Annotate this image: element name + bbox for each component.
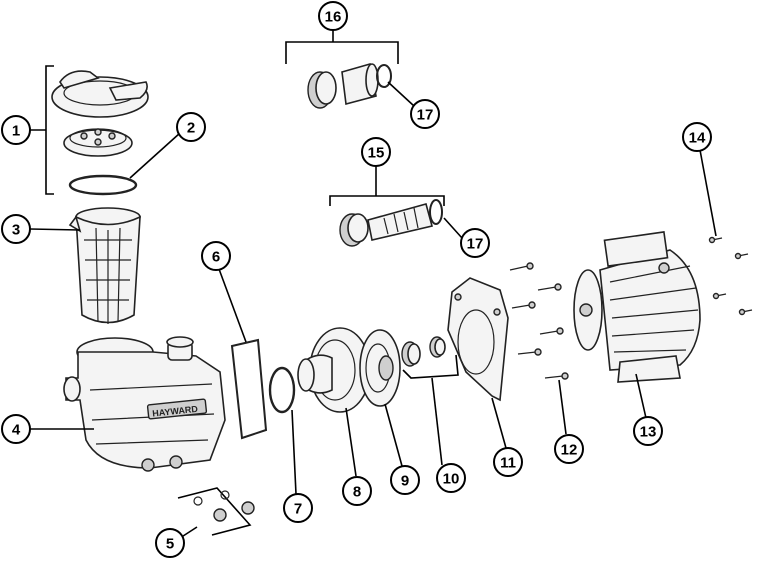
- leader-13: [635, 373, 647, 419]
- callout-17-adapter: 17: [460, 228, 490, 258]
- leader-11: [491, 397, 507, 449]
- housing-gasket: [230, 338, 268, 440]
- callout-number: 11: [500, 455, 516, 472]
- diffuser-o-ring: [268, 366, 296, 414]
- callout-12: 12: [554, 434, 584, 464]
- motor: [573, 231, 701, 383]
- diffuser: [297, 327, 371, 413]
- callout-4: 4: [1, 414, 31, 444]
- seal-plate-bolts: [509, 262, 569, 380]
- callout-8: 8: [342, 476, 372, 506]
- callout-5: 5: [155, 528, 185, 558]
- leader-7: [291, 409, 297, 495]
- leader-12: [558, 379, 567, 435]
- callout-number: 6: [212, 249, 220, 266]
- callout-number: 17: [417, 107, 434, 124]
- callout-number: 4: [12, 422, 21, 439]
- impeller: [359, 329, 401, 407]
- callout-1: 1: [1, 115, 31, 145]
- callout-number: 2: [187, 120, 195, 137]
- leader-8: [345, 407, 357, 477]
- callout-number: 7: [294, 501, 302, 518]
- leader-9: [384, 403, 403, 467]
- callout-number: 8: [353, 484, 361, 501]
- leader-17a: [387, 81, 415, 107]
- motor-mounting-bolts: [708, 236, 753, 316]
- callout-13: 13: [633, 416, 663, 446]
- seal-plate: [447, 277, 509, 402]
- callout-number: 3: [12, 222, 20, 239]
- callout-14: 14: [682, 122, 712, 152]
- callout-number: 15: [368, 145, 385, 162]
- bracket-drain-plugs: [177, 487, 252, 536]
- bracket-15: [329, 195, 445, 206]
- callout-7: 7: [283, 493, 313, 523]
- lid-lock-ring: [51, 70, 149, 118]
- brand-label: HAYWARD: [152, 404, 199, 419]
- callout-15: 15: [361, 137, 391, 167]
- callout-number: 17: [467, 236, 484, 253]
- callout-number: 13: [640, 424, 657, 441]
- bracket-seal: [402, 354, 459, 379]
- callout-number: 5: [166, 536, 174, 553]
- lid-o-ring: [68, 174, 138, 196]
- callout-number: 14: [689, 130, 706, 147]
- mechanical-seal: [401, 336, 446, 367]
- callout-2: 2: [176, 112, 206, 142]
- hose-adapter-kit: [339, 199, 443, 247]
- bracket-16: [285, 41, 399, 64]
- strainer-lid: [63, 128, 133, 157]
- leader-14: [699, 149, 717, 237]
- leader-3: [29, 228, 81, 231]
- leader-2: [129, 132, 181, 179]
- callout-number: 16: [325, 9, 342, 26]
- union-kit: [307, 62, 392, 109]
- callout-11: 11: [493, 447, 523, 477]
- callout-9: 9: [390, 465, 420, 495]
- callout-number: 10: [443, 471, 460, 488]
- callout-10: 10: [436, 463, 466, 493]
- bracket-lid-group: [45, 65, 54, 195]
- callout-6: 6: [201, 241, 231, 271]
- leader-10: [431, 377, 443, 466]
- drain-plugs: [193, 490, 255, 522]
- strainer-basket: [68, 207, 141, 324]
- callout-number: 1: [12, 123, 20, 140]
- callout-number: 9: [401, 473, 409, 490]
- callout-16: 16: [318, 1, 348, 31]
- callout-3: 3: [1, 214, 31, 244]
- leader-6: [218, 268, 247, 343]
- callout-17-union: 17: [410, 99, 440, 129]
- pump-housing: HAYWARD: [63, 336, 226, 472]
- callout-number: 12: [561, 442, 578, 459]
- leader-17b: [443, 217, 463, 239]
